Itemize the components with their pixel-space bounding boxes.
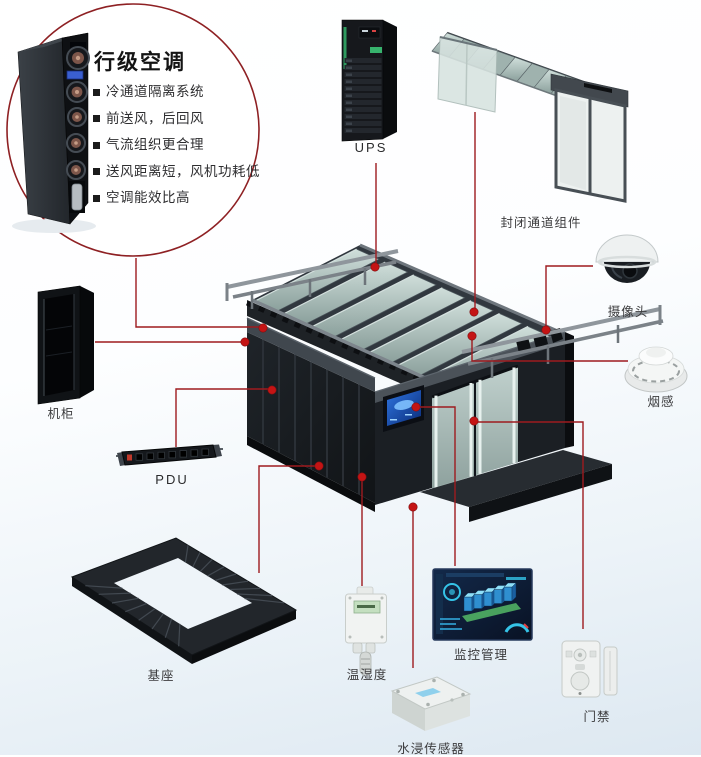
smoke-detector-image	[624, 346, 688, 393]
callout-bullet: 送风距离短，风机功耗低	[93, 159, 260, 186]
door-sensor-image	[561, 640, 618, 698]
rack-cabinet-image	[37, 285, 94, 405]
bullet-square-icon	[93, 88, 100, 96]
connector-dots	[240, 262, 551, 512]
callout-bullet: 气流组织更合理	[93, 132, 260, 159]
label-smoke-detector: 烟感	[647, 395, 675, 409]
bullet-square-icon	[93, 141, 100, 149]
row-cooling-unit-image	[12, 32, 96, 233]
label-camera: 摄像头	[607, 305, 649, 319]
dome-camera-image	[595, 234, 659, 283]
label-aisle-containment: 封闭通道组件	[500, 216, 582, 230]
label-door-access: 门禁	[583, 710, 611, 724]
label-temp-humidity: 温湿度	[346, 668, 388, 682]
base-frame-image	[70, 537, 298, 664]
callout-title: 行级空调	[94, 51, 186, 74]
pdu-image	[116, 444, 223, 466]
ups-tower-image	[341, 19, 397, 142]
temp-humidity-sensor-image	[345, 586, 387, 676]
bullet-square-icon	[93, 194, 100, 202]
connector-lines	[95, 112, 628, 668]
label-rack: 机柜	[47, 407, 75, 421]
bullet-square-icon	[93, 168, 100, 176]
monitoring-screen-image	[432, 568, 533, 641]
label-monitoring: 监控管理	[453, 648, 509, 662]
callout-bullet: 前送风，后回风	[93, 106, 260, 133]
callout-bullet: 空调能效比高	[93, 185, 260, 212]
label-pdu: PDU	[155, 472, 189, 487]
label-ups: UPS	[354, 140, 388, 155]
label-water-sensor: 水浸传感器	[397, 742, 465, 756]
callout-bullet: 冷通道隔离系统	[93, 79, 260, 106]
bullet-square-icon	[93, 115, 100, 123]
datacenter-module-image	[225, 243, 664, 522]
water-leak-sensor-image	[390, 676, 472, 731]
callout-bullet-list: 冷通道隔离系统 前送风，后回风 气流组织更合理 送风距离短，风机功耗低 空调能效…	[93, 79, 260, 212]
aisle-containment-image	[431, 31, 629, 203]
label-base-frame: 基座	[147, 669, 175, 683]
